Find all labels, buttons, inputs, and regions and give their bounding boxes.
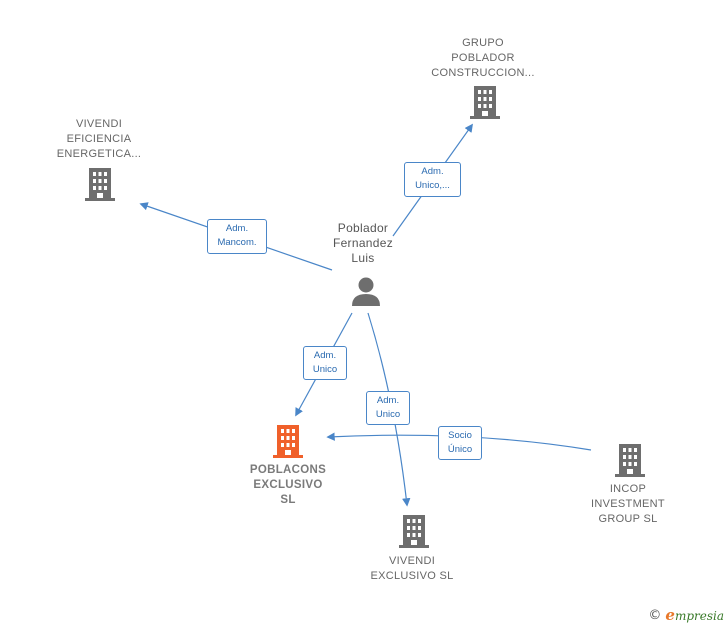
node-label-line: EXCLUSIVO SL <box>370 570 454 582</box>
node-label-line: Luis <box>351 251 375 265</box>
node-label-vivendi-exclusivo[interactable]: VIVENDI EXCLUSIVO SL <box>362 554 462 584</box>
node-label-line: GROUP SL <box>598 513 658 525</box>
brand-logo-text: mpresia <box>674 609 724 623</box>
node-label-vivendi-eficiencia[interactable]: VIVENDI EFICIENCIA ENERGETICA... <box>44 117 154 162</box>
node-label-line: VIVENDI <box>388 555 436 567</box>
node-label-line: CONSTRUCCION... <box>431 67 535 79</box>
node-label-line: POBLADOR <box>451 52 515 64</box>
node-label-line: Poblador <box>337 221 389 235</box>
node-label-line: GRUPO <box>462 37 504 49</box>
building-icon-vivendi-eficiencia[interactable] <box>85 168 115 201</box>
building-icon-poblacons[interactable] <box>273 425 303 458</box>
node-label-line: INVESTMENT <box>591 498 665 510</box>
edge-label-line: Adm. <box>376 395 400 406</box>
edge-label-line: Unico,... <box>415 180 450 191</box>
edge-label-to-grupo: Adm. Unico,... <box>404 162 461 197</box>
edge-label-to-vivendi-exclusivo: Adm. Unico <box>366 391 410 425</box>
person-icon[interactable] <box>352 277 380 307</box>
node-label-line: EFICIENCIA <box>66 133 132 145</box>
node-label-line: SL <box>280 494 296 506</box>
node-label-poblacons[interactable]: POBLACONS EXCLUSIVO SL <box>238 463 338 508</box>
edge-label-line: Adm. <box>225 223 249 234</box>
node-label-grupo-poblador[interactable]: GRUPO POBLADOR CONSTRUCCION... <box>424 36 542 81</box>
edge-label-line: Adm. <box>313 350 337 361</box>
building-icon-vivendi-exclusivo[interactable] <box>399 515 429 548</box>
building-icon-incop[interactable] <box>615 444 645 477</box>
brand-logo-initial: e <box>665 606 675 624</box>
edge-label-to-poblacons: Adm. Unico <box>303 346 347 380</box>
brand-logo: empresia <box>665 606 724 624</box>
copyright-icon: © <box>648 607 662 623</box>
edge-label-line: Unico <box>375 409 401 420</box>
node-label-line: VIVENDI <box>75 118 123 130</box>
edge-label-line: Unico <box>312 364 338 375</box>
node-label-person[interactable]: Poblador Fernandez Luis <box>318 221 408 266</box>
edge-label-line: Único <box>447 444 473 455</box>
node-label-line: EXCLUSIVO <box>253 479 323 491</box>
edge-label-line: Adm. <box>421 166 444 177</box>
node-label-line: ENERGETICA... <box>56 148 142 160</box>
edge-label-line: Socio <box>448 430 472 441</box>
node-label-line: INCOP <box>609 483 647 495</box>
edge-label-to-vivendi-eficiencia: Adm. Mancom. <box>207 219 267 254</box>
node-label-incop[interactable]: INCOP INVESTMENT GROUP SL <box>580 482 676 527</box>
edge-label-incop-to-poblacons: Socio Único <box>438 426 482 460</box>
brand-watermark: © empresia <box>648 606 724 624</box>
edge-label-line: Mancom. <box>217 237 257 248</box>
building-icon-grupo[interactable] <box>470 86 500 119</box>
node-label-line: POBLACONS <box>249 464 327 476</box>
node-label-line: Fernandez <box>332 236 394 250</box>
